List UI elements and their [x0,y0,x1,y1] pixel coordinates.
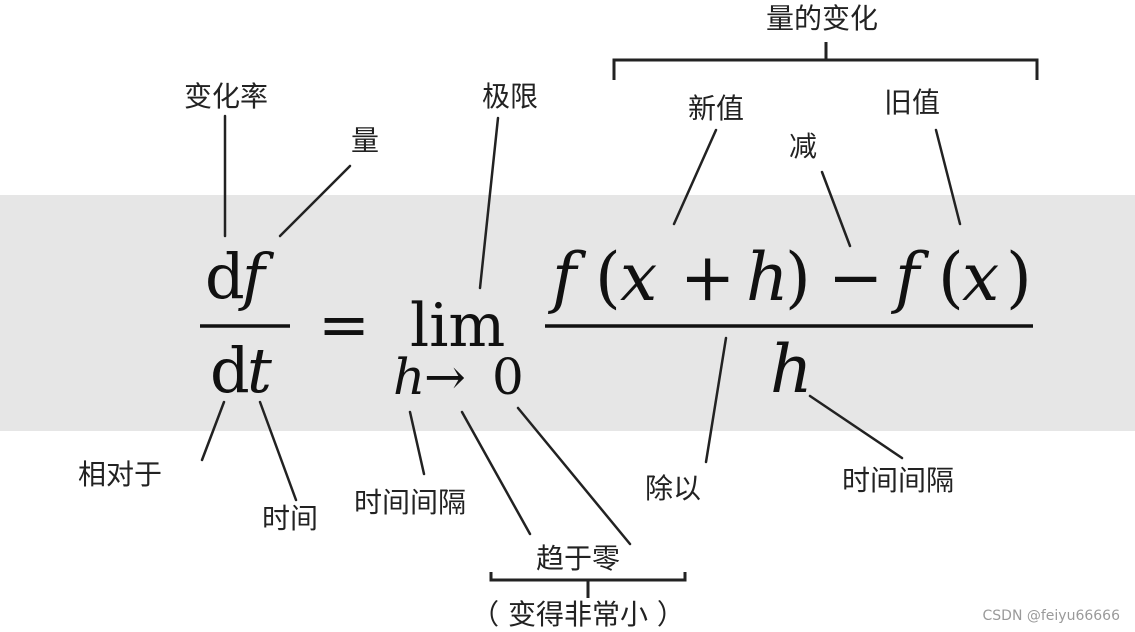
leader-old-value [934,128,962,226]
x-in-first-term: x [620,239,657,316]
lim-operator: lim [410,291,505,361]
leader-time-interval-left [408,410,426,476]
d-numerator: d [205,240,245,313]
label-tends-to-zero: 趋于零 [536,542,620,575]
label-divide-by: 除以 [645,472,701,505]
label-old-value: 旧值 [884,86,940,119]
leader-limit [478,116,500,290]
watermark: CSDN @feiyu66666 [983,608,1121,624]
plus-sign: + [680,239,735,316]
label-time: 时间 [262,502,318,535]
leader-tends-to-zero-2 [516,406,632,546]
leader-tends-to-zero-1 [460,410,532,536]
leader-time-interval-right [808,394,904,460]
x-in-second-term: x [962,239,999,316]
h-denominator: h [770,331,813,408]
label-limit: 极限 [482,80,538,113]
leader-quantity [278,164,352,238]
label-change-in-quantity: 量的变化 [766,2,878,35]
formula-background-band [0,195,1135,431]
label-relative-to: 相对于 [78,458,162,491]
paren-close-2: ) [1006,239,1032,316]
label-time-interval-right: 时间间隔 [842,464,954,497]
label-rate-of-change: 变化率 [184,80,268,113]
label-becomes-very-small: （ 变得非常小 ） [471,598,685,631]
d-denominator: d [210,334,250,407]
leader-time [258,400,298,502]
label-new-value: 新值 [688,92,744,125]
arrow-subscript: → [424,348,466,406]
formula: d f d t = lim h → 0 f ( x + h ) − f ( x … [200,239,1033,408]
equals-sign: = [318,288,370,361]
paren-open-1: ( [595,239,621,316]
change-bracket: 量的变化 [612,2,1039,80]
zero-subscript: 0 [492,348,524,406]
leader-new-value [672,128,718,226]
leader-minus [820,170,852,248]
label-time-interval-left: 时间间隔 [354,486,466,519]
change-bracket-line [612,58,1039,80]
leader-divide-by [704,336,728,464]
leader-relative-to [200,400,226,462]
t-denominator: t [247,334,272,407]
minus-sign: − [828,239,883,316]
label-minus: 减 [789,130,817,163]
paren-open-2: ( [938,239,964,316]
h-in-first-term: h [746,239,789,316]
paren-close-1: ) [785,239,811,316]
h-subscript: h [393,348,425,406]
label-quantity: 量 [351,124,379,157]
